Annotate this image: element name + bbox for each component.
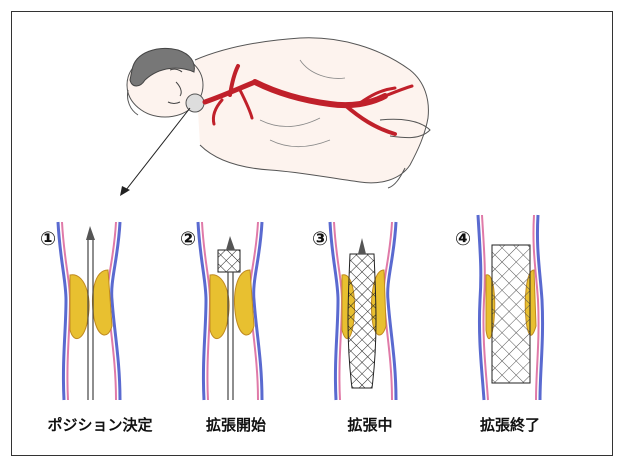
vessel-step-4 bbox=[476, 214, 545, 401]
vessel-step-2 bbox=[196, 221, 264, 401]
step-3-label: 拡張中 bbox=[347, 416, 393, 434]
step-1-label: ポジション決定 bbox=[47, 416, 153, 434]
step-4-label: 拡張終了 bbox=[479, 416, 540, 434]
vessel-step-3 bbox=[328, 221, 398, 401]
vessel-step-1 bbox=[56, 221, 122, 401]
step-2-number: ② bbox=[180, 228, 197, 250]
patient-figure bbox=[120, 37, 431, 196]
step-3-number: ③ bbox=[312, 228, 329, 250]
step-1-number: ① bbox=[40, 228, 57, 250]
step-2-label: 拡張開始 bbox=[205, 416, 266, 434]
artery-tree bbox=[202, 64, 414, 136]
step-4-number: ④ bbox=[455, 228, 472, 250]
